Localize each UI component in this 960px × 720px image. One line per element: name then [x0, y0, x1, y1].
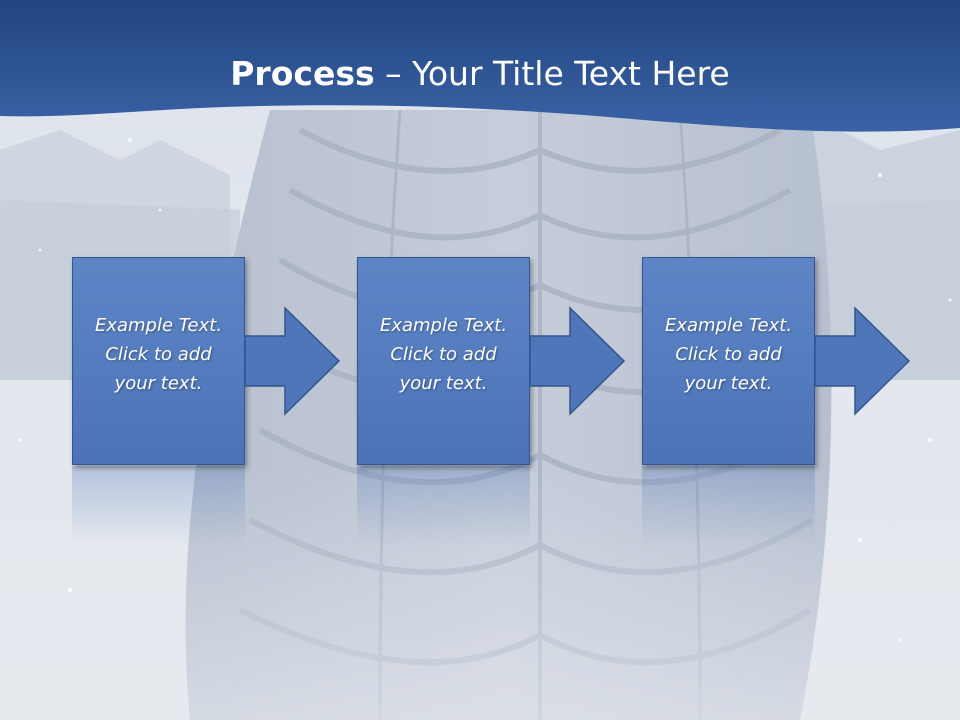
step-text-line: Click to add — [675, 344, 782, 365]
step-text-line: Example Text. — [664, 315, 793, 336]
step-text-line: Click to add — [390, 344, 497, 365]
step-reflection — [72, 466, 245, 546]
step-text-line: Example Text. — [94, 315, 223, 336]
process-step-1[interactable]: Example Text. Click to add your text. — [72, 257, 245, 465]
title-rest: – Your Title Text Here — [374, 54, 730, 93]
step-text-line: Click to add — [105, 344, 212, 365]
right-arrow-icon — [244, 306, 341, 416]
right-arrow-icon — [814, 306, 911, 416]
step-text: Example Text. Click to add your text. — [358, 311, 529, 398]
title-bold: Process — [230, 54, 375, 93]
right-arrow-icon — [529, 306, 626, 416]
process-step-2[interactable]: Example Text. Click to add your text. — [357, 257, 530, 465]
step-text: Example Text. Click to add your text. — [73, 311, 244, 398]
step-text-line: Example Text. — [379, 315, 508, 336]
slide-title: Process – Your Title Text Here — [0, 52, 960, 96]
step-text-line: your text. — [684, 373, 773, 394]
step-reflection — [357, 466, 530, 546]
step-reflection — [642, 466, 815, 546]
step-text-line: your text. — [114, 373, 203, 394]
step-text: Example Text. Click to add your text. — [643, 311, 814, 398]
step-text-line: your text. — [399, 373, 488, 394]
process-step-3[interactable]: Example Text. Click to add your text. — [642, 257, 815, 465]
